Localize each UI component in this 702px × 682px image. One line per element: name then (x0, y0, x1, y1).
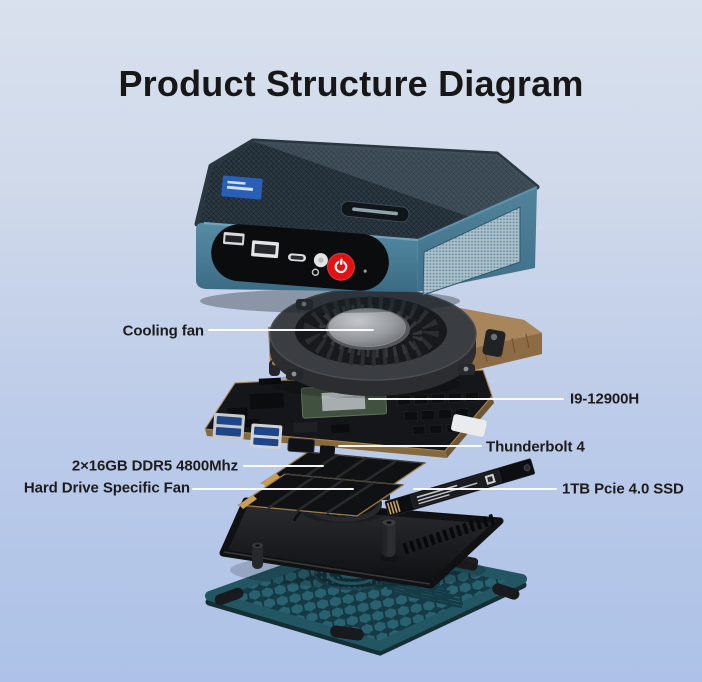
label-cpu: I9-12900H (570, 390, 640, 408)
page-title: Product Structure Diagram (118, 63, 584, 104)
ssd-gold-fingers (386, 500, 401, 515)
white-connector (451, 414, 487, 437)
hdd-fan-leader-line (192, 488, 354, 490)
brand-logo-plate (340, 200, 410, 223)
ram-modules-graphic (237, 451, 427, 517)
rubber-feet (214, 583, 520, 641)
ram-leader-line (243, 465, 324, 467)
label-cooling-fan: Cooling fan (122, 322, 204, 340)
usb-a-port-2 (251, 240, 280, 259)
front-port-panel (211, 224, 389, 291)
inductor-grid (396, 391, 479, 435)
usb-ports (212, 412, 336, 457)
label-ssd: 1TB Pcie 4.0 SSD (562, 480, 684, 498)
standoff-posts (252, 519, 399, 569)
usb-a-port-1 (222, 232, 245, 246)
power-icon (334, 258, 348, 274)
label-ram: 2×16GB DDR5 4800Mhz (71, 457, 238, 475)
side-vent-mesh (422, 206, 521, 296)
mini-pc-case (194, 138, 540, 313)
cooling-fan-graphic (268, 287, 542, 398)
mic-hole (363, 269, 367, 273)
cpu-leader-line (368, 398, 564, 400)
usb-c-port (288, 253, 307, 262)
label-thunderbolt: Thunderbolt 4 (486, 438, 585, 456)
cooling-fan-leader-line (208, 329, 374, 331)
ram-stick-lower (237, 473, 405, 517)
power-button (326, 252, 355, 281)
intel-core-badge (221, 175, 263, 200)
fan-mount-tabs (286, 299, 475, 380)
fan-blades (303, 296, 439, 366)
label-hdd-fan: Hard Drive Specific Fan (23, 479, 190, 497)
thunderbolt-port (319, 445, 336, 457)
reset-hole (311, 268, 320, 276)
ssd-leader-line (413, 488, 557, 490)
fan-hub (328, 308, 406, 347)
heatsink-ribs (402, 513, 496, 555)
thunderbolt-leader-line (338, 445, 482, 447)
